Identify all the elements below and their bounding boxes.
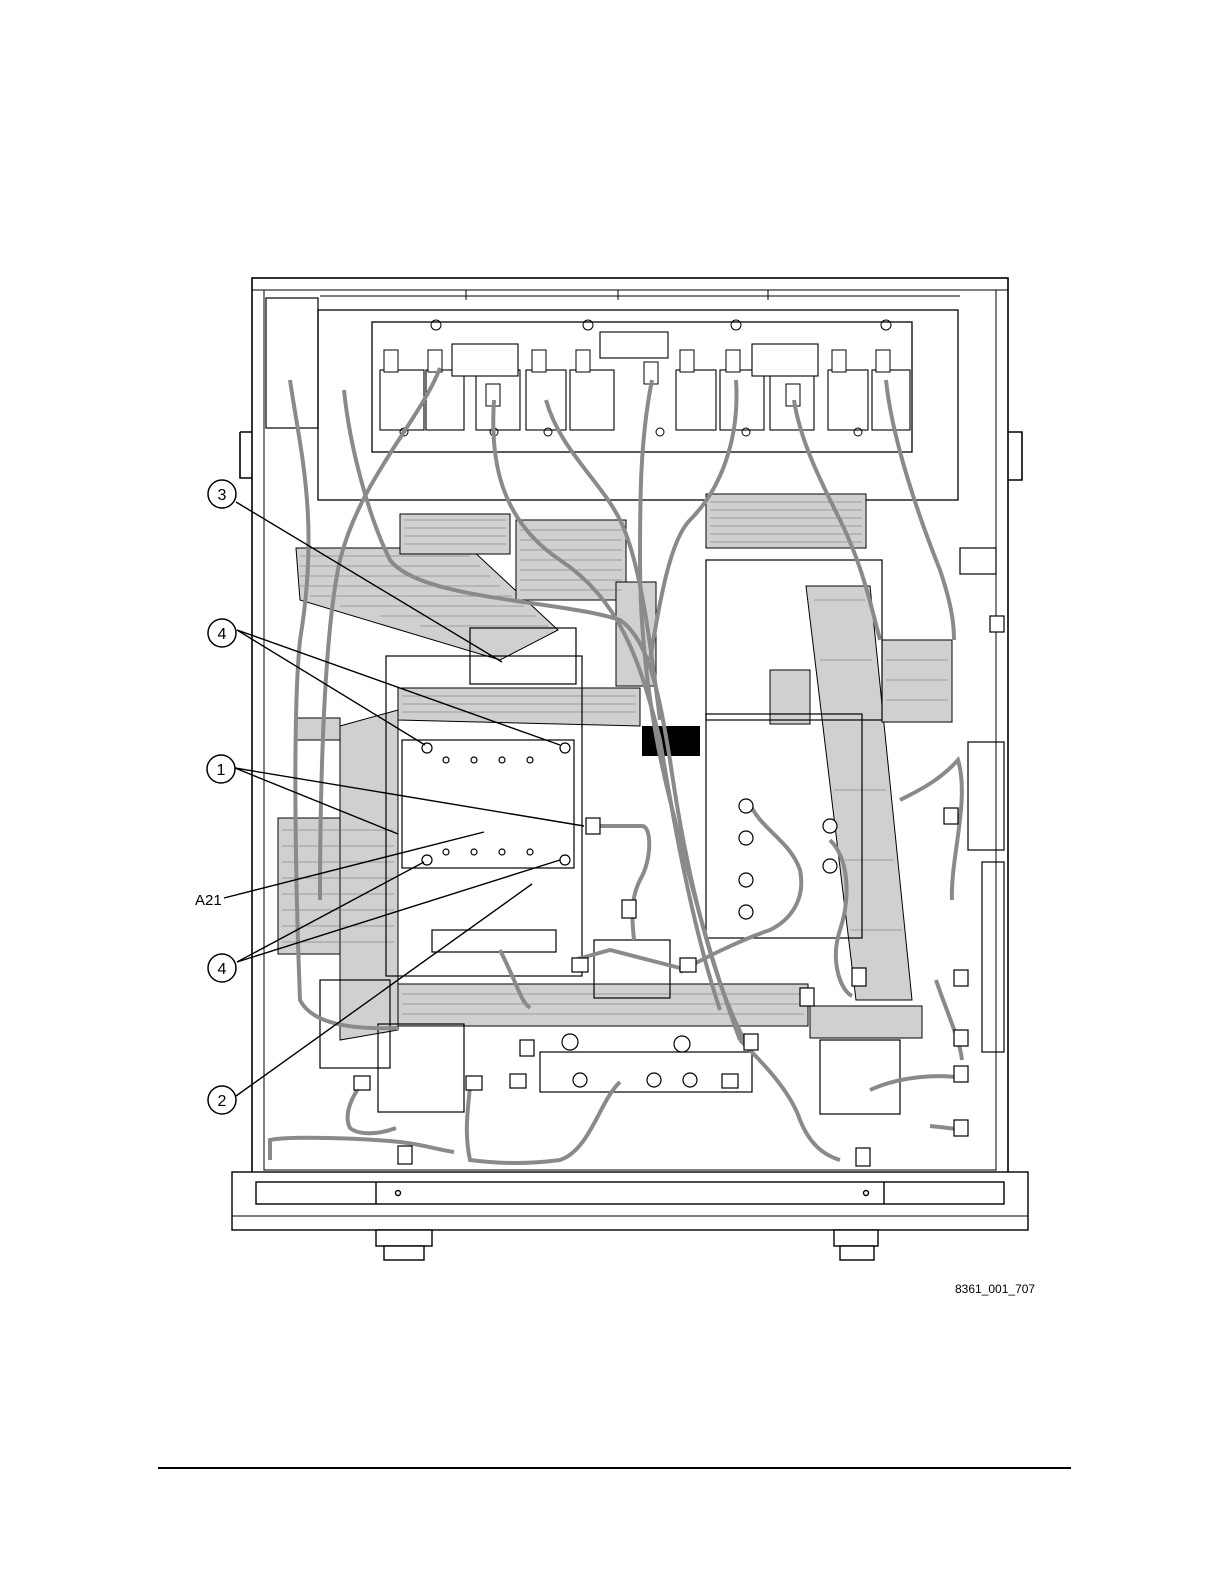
callout-labels: 3 4 1 4 2 <box>217 487 227 1110</box>
figure-id: 8361_001_707 <box>955 1282 1035 1296</box>
top-module-bay <box>318 310 958 500</box>
a21-board-label: A21 <box>195 892 222 909</box>
callout-4-top-label: 4 <box>218 626 227 643</box>
footer-rule <box>158 1467 1071 1469</box>
callout-2-label: 2 <box>218 1093 227 1110</box>
callout-1-label: 1 <box>217 762 226 779</box>
callout-3-label: 3 <box>218 487 227 504</box>
callout-circles <box>207 480 236 1114</box>
a21-screws <box>422 743 570 865</box>
front-panel <box>232 1172 1028 1260</box>
callout-4-bottom-label: 4 <box>218 961 227 978</box>
ferrite-clamp <box>642 726 700 756</box>
